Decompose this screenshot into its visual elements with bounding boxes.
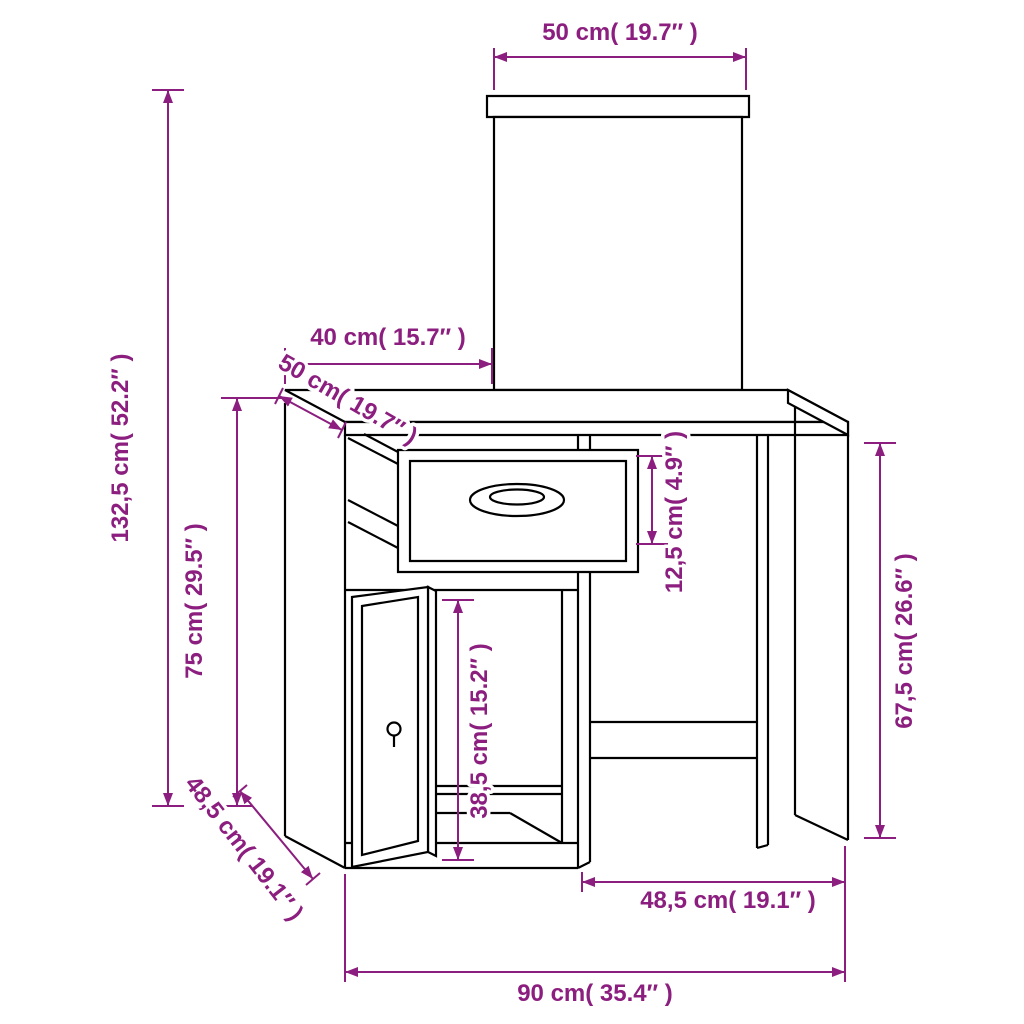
dimension-label-floor-depth: 48,5 cm( 19.1″ ) [179,771,308,926]
door-panel-border [360,595,420,857]
mirror-frame-top [485,94,751,119]
dimension-label-total-width: 90 cm( 35.4″ ) [517,980,673,1007]
right-leg [755,435,770,850]
mirror-glass [492,115,744,392]
right-section [590,406,850,850]
dimension-label-knee-height: 67,5 cm( 26.6″ ) [891,553,918,729]
extension-lines [581,846,846,892]
dimension-label-total-height: 132,5 cm( 52.2″ ) [107,354,134,543]
door-keyhole [386,721,402,737]
dimension-label-interior-height: 38,5 cm( 15.2″ ) [466,643,493,819]
drawer [347,433,640,574]
door-panel [350,585,430,869]
dimension-interior-height: 38,5 cm( 15.2″ ) [442,599,497,861]
door-edge [426,585,438,858]
dimension-label-right-section-width: 48,5 cm( 19.1″ ) [640,887,816,914]
dimension-drawer-height: 12,5 cm( 4.9″ ) [636,427,692,597]
dimension-line [278,395,343,431]
drawer-front [396,448,640,574]
extension-lines [344,874,846,982]
dimension-cabinet-width: 40 cm( 15.7″ ) [284,321,493,384]
dimension-mirror-width: 50 cm( 19.7″ ) [493,16,747,90]
dimension-label-table-height: 75 cm( 29.5″ ) [181,523,208,679]
tabletop [284,388,850,437]
right-side-panel [793,406,850,841]
dimension-table-height: 75 cm( 29.5″ ) [178,397,282,807]
dimension-total-width: 90 cm( 35.4″ ) [344,874,846,1011]
drawer-front-border [408,459,628,563]
drawer-handle-inner [488,488,546,506]
dimension-right-section-width: 48,5 cm( 19.1″ ) [581,846,846,918]
dimension-knee-height: 67,5 cm( 26.6″ ) [864,442,922,839]
cabinet-door [350,585,438,869]
mirror [485,94,751,392]
extension-lines [221,397,282,807]
dimension-label-mirror-width: 50 cm( 19.7″ ) [542,19,698,46]
dimension-floor-depth: 48,5 cm( 19.1″ ) [176,767,321,929]
extension-lines [493,48,747,90]
dimension-total-height: 132,5 cm( 52.2″ ) [104,89,184,807]
dimension-label-cabinet-width: 40 cm( 15.7″ ) [310,324,466,351]
support-beam [590,720,757,760]
drawer-slides [347,433,399,549]
dimension-label-drawer-height: 12,5 cm( 4.9″ ) [661,431,688,593]
drawer-handle-outer [468,482,566,518]
dimension-line [239,790,314,880]
